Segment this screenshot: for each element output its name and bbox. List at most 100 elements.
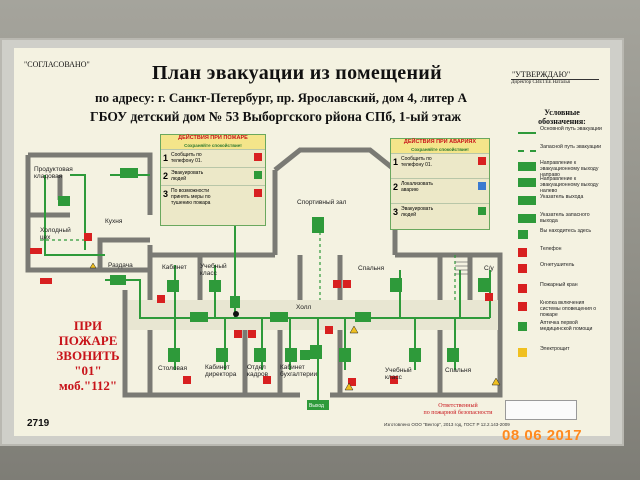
utverzhdayu-label: "УТВЕРЖДАЮ" [512,70,571,79]
stairs [455,261,468,275]
fire-call-line: моб."112" [58,378,118,393]
legend-item: Вы находитесь здесь [518,228,602,246]
accident-header-line-2: Сохраняйте спокойствие! [411,147,469,152]
fire-hose-icon [518,284,527,293]
room-label-kab-direktora: Кабинет директора [205,364,237,378]
manufacturer-footer: Изготовлено ООО "Вектор", 2013 год, ГОСТ… [384,422,510,427]
legend-item-text: Запасной путь эвакуации [540,144,602,150]
accident-step-3: 3 Эвакуировать людей [391,203,489,221]
legend-item-text: Основной путь эвакуации [540,126,602,132]
photo-date-stamp: 08 06 2017 [502,427,583,444]
accident-step-number: 3 [393,207,399,217]
fire-instructions-header: ДЕЙСТВИЯ ПРИ ПОЖАРЕ Сохраняйте спокойств… [161,135,265,149]
solid-green-line-icon [518,132,536,134]
exit-right-sign-icon [518,162,536,171]
fire-call-line: ПРИ [73,318,103,333]
room-label-razdacha: Раздача [108,262,133,269]
room-label-prodkladovaya: Продуктовая кладовая [34,166,73,180]
fire-step-text: Сообщить по телефону 01. [171,152,203,164]
legend-item: Огнетушитель [518,262,602,280]
legend-item-text: Вы находитесь здесь [540,228,592,234]
accident-step-1: 1 Сообщить по телефону 01. [391,153,489,178]
room-label-kab-bux: Кабинет бухгалтерии [280,364,318,378]
room-label-uchebny-bottom: Учебный класс [385,367,412,381]
room-label-kuhnya: Кухня [105,218,123,225]
legend-item-text: Электрощит [540,346,570,352]
phone-icon [254,153,262,161]
room-label-holl: Холл [296,304,312,311]
legend-item-text: Огнетушитель [540,262,575,268]
legend-item-text: Пожарный кран [540,282,578,288]
exit-left-sign-icon [518,178,536,187]
exit-sign-icon [518,196,536,205]
sheet-number: 2719 [27,418,50,429]
legend-item-text: Телефон [540,246,562,252]
fire-step-text: По возможности принять меры по тушению п… [171,188,211,206]
extinguisher-icon [518,264,527,273]
legend-item: Направление к эвакуационному выходу нале… [518,176,602,194]
legend-item: Кнопка включения системы оповещения о по… [518,300,602,318]
fire-header-line-2: Сохраняйте спокойствие! [184,143,242,148]
accident-step-text: Локализовать аварию [401,181,434,193]
room-label-sportzal: Спортивный зал [297,199,347,206]
exit-label: Выход [309,403,324,409]
room-label-holodny-ceh: Холодный цех [40,227,71,241]
electric-panel-icon [518,348,527,357]
sticker [505,400,577,420]
room-label-otdel-kadrov: Отдел кадров [247,364,269,378]
fire-step-text: Эвакуировать людей [171,170,204,182]
legend-item-text: Указатель запасного выхода [540,212,590,224]
you-are-here-icon [233,311,239,317]
legend-item: Электрощит [518,346,602,364]
extinguisher-icon [254,189,262,197]
fire-equipment-signs [30,233,493,386]
legend-item-text: Направление к эвакуационному выходу нале… [540,176,599,194]
legend-item: Запасной путь эвакуации [518,144,602,162]
first-aid-icon [518,322,527,331]
legend-item: Указатель выхода [518,194,602,212]
room-label-uchebny-top: Учебный класс [200,263,227,277]
legend-item-text: Указатель выхода [540,194,584,200]
accident-instructions-header: ДЕЙСТВИЯ ПРИ АВАРИЯХ Сохраняйте спокойст… [391,139,489,153]
fire-call-line: "01" [74,363,102,378]
room-label-su: С/у [484,265,494,272]
fire-step-2: 2 Эвакуировать людей [161,167,265,185]
accident-instructions-panel: ДЕЙСТВИЯ ПРИ АВАРИЯХ Сохраняйте спокойст… [390,138,490,230]
dashed-green-line-icon [518,150,536,152]
responsible-person: Ответственный по пожарной безопасности [420,403,496,417]
fire-call-line: ЗВОНИТЬ [56,348,120,363]
hall-floor [128,300,498,330]
fire-step-1: 1 Сообщить по телефону 01. [161,149,265,167]
phone-icon [478,157,486,165]
address-line-1: по адресу: г. Санкт-Петербург, пр. Яросл… [95,90,468,105]
exit-signs [58,168,490,410]
legend-item: Пожарный кран [518,282,602,300]
legend-item: Направление к эвакуационному выходу напр… [518,160,602,178]
room-label-spalnya-bottom: Спальня [445,367,472,374]
fire-instructions-panel: ДЕЙСТВИЯ ПРИ ПОЖАРЕ Сохраняйте спокойств… [160,134,266,226]
legend-item-text: Направление к эвакуационному выходу напр… [540,160,599,178]
soglasovano-label: "СОГЛАСОВАНО" [24,60,90,69]
room-label-stolovaya: Столовая [158,365,188,372]
accident-step-number: 2 [393,182,399,192]
accident-step-text: Сообщить по телефону 01. [401,156,433,168]
legend-item-text: Кнопка включения системы оповещения о по… [540,300,597,318]
accident-step-number: 1 [393,157,399,167]
legend-item: Телефон [518,246,602,264]
phone-icon [518,248,527,257]
fire-header-line-1: ДЕЙСТВИЯ ПРИ ПОЖАРЕ [178,135,248,141]
responsible-line: Ответственный [438,403,478,409]
hazard-icon [478,182,486,190]
warning-triangles [89,262,501,391]
exit-sign-icon [254,171,262,179]
fire-step-number: 3 [163,189,169,199]
reserve-exit-sign-icon [518,214,536,223]
fire-step-number: 1 [163,153,169,163]
alarm-button-icon [518,302,527,311]
legend-item: Основной путь эвакуации [518,126,602,144]
reserve-route [40,220,456,300]
utverzhdayu-signature: Директор СВЕТЕЕ Наталья [511,79,599,96]
accident-header-line-1: ДЕЙСТВИЯ ПРИ АВАРИЯХ [403,139,477,145]
room-label-kabinet: Кабинет [162,264,187,271]
